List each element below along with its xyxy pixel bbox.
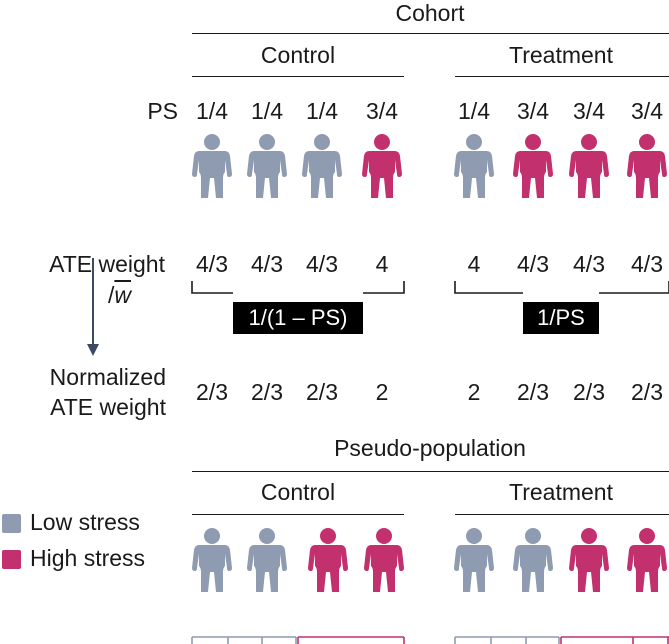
normalized-weight-value: 2/3 bbox=[306, 379, 338, 405]
cohort-low-stress-person-icon bbox=[302, 134, 342, 198]
treatment-formula-bracket bbox=[454, 281, 669, 294]
pseudo-high-stress-person-icon bbox=[364, 528, 404, 592]
pseudo-low-stress-person-icon bbox=[192, 528, 232, 592]
cohort-rule bbox=[192, 33, 669, 34]
ps-value: 1/4 bbox=[251, 98, 283, 124]
normalized-weight-value: 2/3 bbox=[573, 379, 605, 405]
pseudo-high-stress-person-icon bbox=[627, 528, 667, 592]
ps-label: PS bbox=[147, 98, 178, 124]
pseudo-population-rule bbox=[192, 471, 669, 472]
legend-low-stress-swatch bbox=[2, 514, 21, 533]
ate-weight-value: 4 bbox=[467, 251, 481, 277]
control-weight-formula: 1/(1 – PS) bbox=[233, 302, 363, 334]
normalized-weight-value: 2/3 bbox=[517, 379, 549, 405]
cohort-low-stress-person-icon bbox=[454, 134, 494, 198]
ate-weight-label: ATE weight bbox=[49, 251, 165, 277]
normalized-weight-value: 2/3 bbox=[631, 379, 663, 405]
treatment-high-scale bbox=[560, 636, 669, 644]
ps-value: 1/4 bbox=[196, 98, 228, 124]
normalized-weight-value: 2 bbox=[467, 379, 481, 405]
pseudo-high-stress-person-icon bbox=[569, 528, 609, 592]
ate-weight-value: 4/3 bbox=[306, 251, 338, 277]
treatment-low-scale bbox=[454, 636, 560, 644]
pseudo-treatment-rule bbox=[455, 514, 669, 515]
ate-weight-value: 4/3 bbox=[517, 251, 549, 277]
pseudo-control-rule bbox=[192, 514, 404, 515]
ps-value: 3/4 bbox=[366, 98, 398, 124]
cohort-high-stress-person-icon bbox=[569, 134, 609, 198]
pseudo-control-label: Control bbox=[260, 479, 336, 505]
normalized-label-line1: Normalized bbox=[49, 364, 166, 390]
cohort-control-label: Control bbox=[260, 42, 336, 68]
pseudo-low-stress-person-icon bbox=[513, 528, 553, 592]
normalized-weight-value: 2/3 bbox=[196, 379, 228, 405]
cohort-high-stress-person-icon bbox=[627, 134, 667, 198]
ps-value: 3/4 bbox=[631, 98, 663, 124]
ps-value: 3/4 bbox=[517, 98, 549, 124]
ate-weight-value: 4/3 bbox=[251, 251, 283, 277]
ps-value: 1/4 bbox=[458, 98, 490, 124]
legend-high-stress-label: High stress bbox=[30, 545, 146, 571]
legend-high-stress-swatch bbox=[2, 550, 21, 569]
cohort-low-stress-person-icon bbox=[247, 134, 287, 198]
control-high-scale bbox=[297, 636, 405, 644]
legend-low-stress-label: Low stress bbox=[30, 509, 140, 535]
pseudo-population-title: Pseudo-population bbox=[334, 435, 526, 461]
cohort-low-stress-person-icon bbox=[192, 134, 232, 198]
treatment-weight-formula: 1/PS bbox=[523, 302, 599, 334]
control-formula-bracket bbox=[191, 281, 405, 294]
normalize-arrow bbox=[87, 258, 99, 356]
cohort-control-rule bbox=[192, 76, 404, 77]
ate-weight-value: 4 bbox=[375, 251, 389, 277]
ate-weight-value: 4/3 bbox=[573, 251, 605, 277]
divide-by-mean-weight: /w bbox=[108, 284, 131, 307]
ate-weight-value: 4/3 bbox=[196, 251, 228, 277]
ps-value: 1/4 bbox=[306, 98, 338, 124]
cohort-high-stress-person-icon bbox=[362, 134, 402, 198]
cohort-treatment-label: Treatment bbox=[509, 42, 613, 68]
pseudo-treatment-label: Treatment bbox=[509, 479, 613, 505]
divide-prefix: / bbox=[108, 282, 115, 308]
normalized-label-line2: ATE weight bbox=[50, 394, 166, 420]
cohort-treatment-rule bbox=[455, 76, 669, 77]
cohort-title: Cohort bbox=[395, 0, 465, 26]
control-low-scale bbox=[191, 636, 297, 644]
pseudo-high-stress-person-icon bbox=[308, 528, 348, 592]
mean-weight-symbol: w bbox=[114, 282, 132, 308]
ps-value: 3/4 bbox=[573, 98, 605, 124]
normalized-weight-value: 2/3 bbox=[251, 379, 283, 405]
pseudo-low-stress-person-icon bbox=[454, 528, 494, 592]
cohort-high-stress-person-icon bbox=[513, 134, 553, 198]
pseudo-low-stress-person-icon bbox=[247, 528, 287, 592]
normalized-weight-value: 2 bbox=[375, 379, 389, 405]
ate-weight-value: 4/3 bbox=[631, 251, 663, 277]
